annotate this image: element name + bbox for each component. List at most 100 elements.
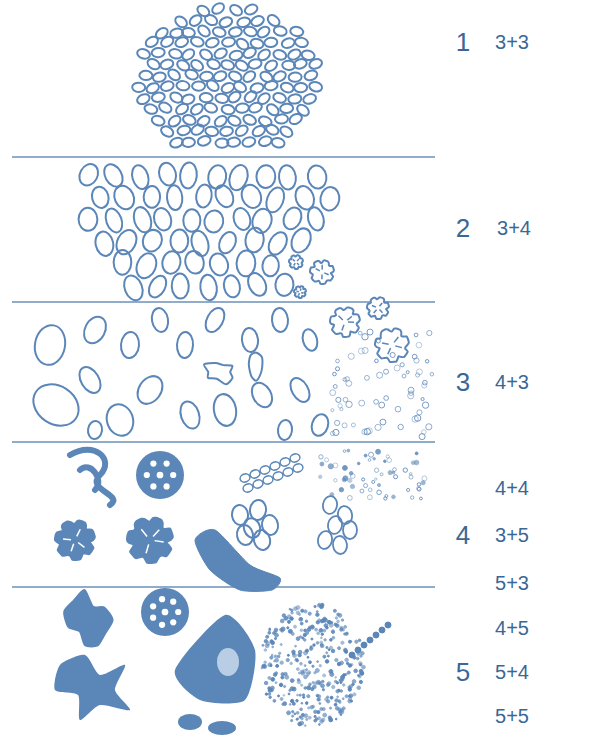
gland [150,307,170,333]
lumen [296,291,298,293]
cell [300,662,303,665]
cell [313,644,315,646]
cell [268,693,271,696]
cell [312,665,314,667]
cell [332,685,335,688]
cell [344,649,348,653]
grade-number: 4 [456,522,470,548]
cell [343,466,348,471]
lumen [382,343,389,344]
cell [290,679,294,683]
gland [293,58,308,71]
cell [336,397,341,402]
cell [327,682,331,686]
cell [384,460,386,462]
gland [238,182,264,211]
cell [358,331,362,335]
gland [143,186,160,208]
cell [268,687,271,690]
gland [75,363,105,396]
lumen [301,292,303,294]
cell [392,495,396,499]
cell [334,420,339,425]
cell [296,699,299,702]
gland [292,463,304,474]
cell [398,424,403,429]
gland [132,371,167,408]
gland [213,46,229,60]
gland [244,227,265,254]
cell [297,679,299,681]
cell [362,665,366,669]
cell [416,342,422,348]
cell [306,702,308,704]
cell [330,707,332,709]
cell [319,475,322,478]
cell [330,646,333,649]
cell [332,636,335,639]
cell [359,664,361,666]
cribriform-gland [127,518,173,563]
lumen [175,609,181,615]
gleason-score: 5+3 [495,573,529,593]
cell [377,484,380,487]
cell [293,654,297,658]
cell [292,650,296,654]
cell [314,605,316,607]
solid-sheet [208,721,236,735]
cell [299,694,301,696]
cell [384,369,389,374]
cell [359,669,362,672]
lumen [372,306,376,308]
gland [259,465,271,476]
gland [204,363,233,384]
cell [320,462,324,466]
cell [348,640,351,643]
cell [338,647,341,650]
gland [271,137,286,149]
gland [242,46,258,60]
gland [288,94,302,105]
cell [296,611,299,614]
cell [352,683,354,685]
cell [330,390,336,396]
cell [322,708,325,711]
gland [241,136,256,148]
cell [294,713,296,715]
gland [206,58,221,71]
cell [327,700,330,703]
cell [380,419,386,425]
cell [319,628,323,632]
cell [375,424,381,430]
gland [205,78,221,93]
gland [252,528,273,551]
cell [301,609,304,612]
cell [272,646,274,648]
cell [360,655,362,657]
cell [362,429,367,434]
gland [235,524,254,547]
cell [419,497,422,500]
gland [264,80,279,92]
cell [316,694,319,697]
cell [321,718,325,722]
cell [417,410,422,415]
gland [322,495,339,515]
cell [344,633,346,635]
cell [335,658,338,661]
cell [266,635,269,638]
cell [341,619,343,621]
cell [417,487,421,491]
cell [265,693,267,695]
cell [358,639,361,642]
gland [207,251,230,278]
gland [306,164,328,190]
cell [288,693,290,695]
gland [199,274,218,301]
cell [326,696,328,698]
cell [342,698,344,700]
gleason-score: 3+4 [497,218,531,238]
cell [331,630,334,633]
gland [154,26,170,41]
cell [312,705,314,707]
